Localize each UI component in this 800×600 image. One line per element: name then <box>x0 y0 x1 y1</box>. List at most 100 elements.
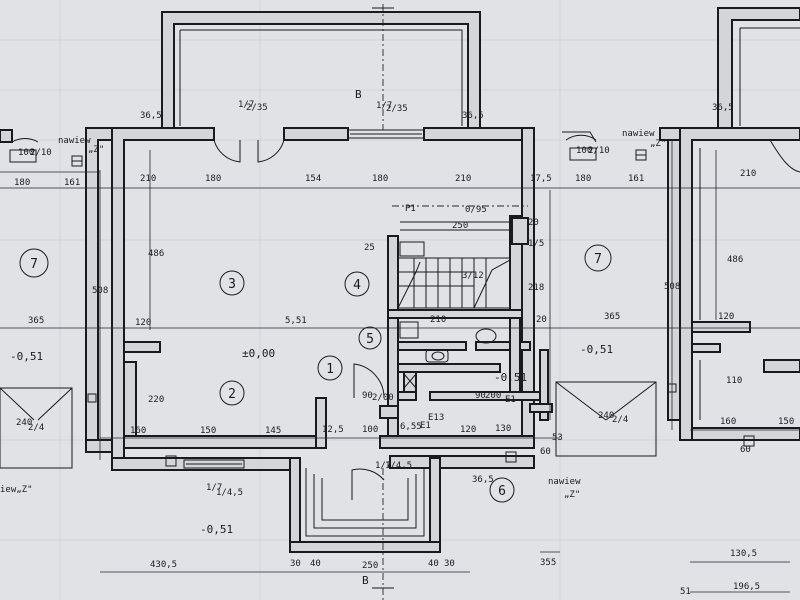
dimension-label: 30 <box>444 559 455 569</box>
section-labels: BB <box>355 88 369 587</box>
room-marker-circle <box>219 380 245 406</box>
main-walls <box>0 127 681 471</box>
note-label: iew„Z" <box>0 485 33 495</box>
elevation-label: -0,51 <box>580 343 613 356</box>
dimension-label: 161 <box>628 174 644 184</box>
dimension-label: 100 <box>362 425 378 435</box>
dimension-label: 150 <box>778 417 794 427</box>
bathroom-fixtures <box>399 321 497 389</box>
section-mark: B <box>362 574 369 587</box>
dimension-label: 36,5 <box>462 111 484 121</box>
dimension-label: 210 <box>740 169 756 179</box>
note-label: E1 <box>420 421 431 431</box>
dimension-label: 6,55 <box>400 422 422 432</box>
opening-label: 90 <box>362 391 373 401</box>
elevation-label: ±0,00 <box>242 347 275 360</box>
room-number: 3 <box>228 277 236 292</box>
opening-label: 100 <box>18 148 34 158</box>
doors <box>9 129 597 500</box>
note-label: „Z" <box>650 139 666 149</box>
dimension-label: 180 <box>575 174 591 184</box>
room-marker: 7 <box>584 244 612 272</box>
room-marker: 6 <box>489 477 515 503</box>
dimension-label: 20 <box>536 315 547 325</box>
section-line <box>372 4 394 600</box>
dimension-label: 36,5 <box>472 475 494 485</box>
elevation-labels: ±0,00 -0,51 -0,51 -0,51 -0,51 <box>10 343 613 536</box>
dimension-lines <box>0 140 800 593</box>
opening-label: 2/4 <box>28 423 44 433</box>
room-number: 7 <box>594 252 602 267</box>
opening-label: 3/12 <box>462 271 484 281</box>
note-label: E1 <box>505 395 516 405</box>
room-number: 7 <box>30 257 38 272</box>
note-label: nawiew <box>622 129 655 139</box>
dimension-label: 5,51 <box>285 316 307 326</box>
dimension-label: 210 <box>140 174 156 184</box>
dimension-label: E13 <box>428 413 444 423</box>
dimension-label: 355 <box>540 558 556 568</box>
room-marker-circle <box>358 326 382 350</box>
room-marker-circle <box>317 355 343 381</box>
note-label: nawiew <box>548 477 581 487</box>
dimension-label: 110 <box>726 376 742 386</box>
note-label: „Z" <box>88 145 104 155</box>
room-marker: 1 <box>317 355 343 381</box>
dimension-label: 508 <box>664 282 680 292</box>
dimension-label: 508 <box>92 286 108 296</box>
room-marker-circle <box>584 244 612 272</box>
opening-label: 1/7 <box>238 100 254 110</box>
opening-label: 1/4,5 <box>216 488 243 498</box>
dimension-label: 220 <box>148 395 164 405</box>
elevation-label: -0,51 <box>200 523 233 536</box>
dimension-label: 365 <box>604 312 620 322</box>
dimension-label: 150 <box>200 426 216 436</box>
dimension-label: 40 <box>310 559 321 569</box>
dimension-label: 60 <box>540 447 551 457</box>
dimension-label: 53 <box>552 433 563 443</box>
dimension-label: 25 <box>364 243 375 253</box>
room-marker-circle <box>344 271 370 297</box>
room-number: 4 <box>353 278 361 293</box>
dimension-label: 210 <box>455 174 471 184</box>
opening-label: 2/35 <box>386 104 408 114</box>
dimension-label: 180 <box>14 178 30 188</box>
stairs <box>392 205 528 309</box>
room-marker: 2 <box>219 380 245 406</box>
dimension-label: 160 <box>130 426 146 436</box>
room-number: 5 <box>366 332 374 347</box>
room-number-markers: 1 2 3 4 5 6 7 7 <box>19 244 612 503</box>
windows <box>165 435 755 469</box>
dimension-label: 60 <box>740 445 751 455</box>
storage-boxes <box>0 381 657 469</box>
opening-label: 2/00 <box>372 393 394 403</box>
opening-label: 200 <box>485 391 501 401</box>
dimension-label: 180 <box>372 174 388 184</box>
dimension-label: 120 <box>460 425 476 435</box>
opening-label: 20 <box>528 218 539 228</box>
dimension-label: 365 <box>28 316 44 326</box>
opening-label: 1/5 <box>528 239 544 249</box>
dimension-label: 120 <box>718 312 734 322</box>
opening-label: 90 <box>475 391 486 401</box>
dimension-label: 486 <box>148 249 164 259</box>
section-mark: B <box>355 88 362 101</box>
dimension-label: 51 <box>680 587 691 597</box>
dimension-label: 120 <box>135 318 151 328</box>
opening-label: 2/4 <box>612 415 628 425</box>
dimension-label: 154 <box>305 174 321 184</box>
dimension-label: 130,5 <box>730 549 757 559</box>
elevation-label: -0,51 <box>494 371 527 384</box>
dimension-label: 250 <box>452 221 468 231</box>
room-marker: 3 <box>219 270 245 296</box>
room-marker-circle <box>489 477 515 503</box>
room-marker: 4 <box>344 271 370 297</box>
elevation-label: -0,51 <box>10 350 43 363</box>
dimension-label: 486 <box>727 255 743 265</box>
note-label: P1 <box>405 204 416 214</box>
